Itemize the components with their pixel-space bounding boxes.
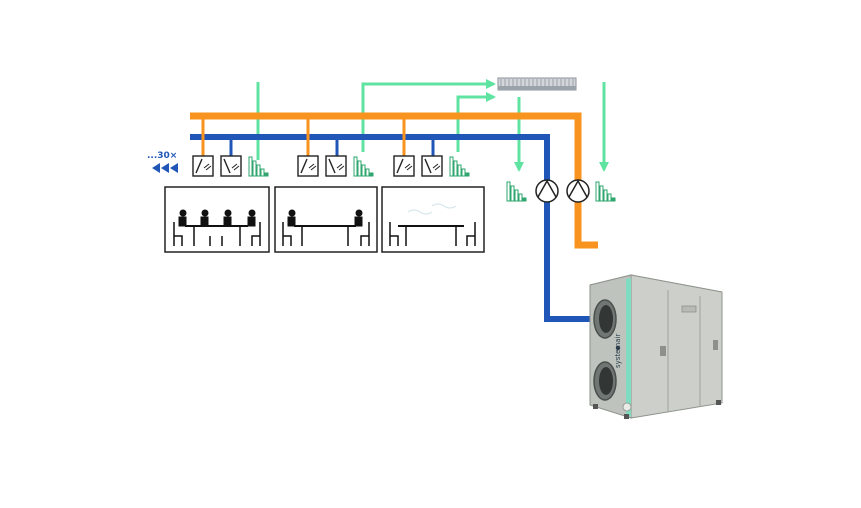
fan-icon-supply <box>566 179 590 203</box>
supply-pressure-sensor-icon <box>506 181 527 202</box>
unit-duct-connection-bottom <box>593 361 617 401</box>
air-quality-sensor-icon <box>248 156 269 177</box>
air-quality-sensor-icon <box>449 156 470 177</box>
meeting-room-large <box>164 186 270 253</box>
room-controls <box>192 155 470 177</box>
signal-arrowheads <box>486 79 609 172</box>
arrow-to-supply-sensor <box>514 162 524 172</box>
triple-arrow-left-icon <box>152 163 178 173</box>
room-1-furniture <box>173 209 261 246</box>
arrow-to-controller-1 <box>486 79 496 89</box>
meeting-room-empty <box>381 186 485 253</box>
unit-duct-connection-top <box>593 299 617 339</box>
signal-line-room3 <box>456 95 494 152</box>
room-count-indicator: ...30× <box>147 151 178 173</box>
damper-icon <box>297 155 319 177</box>
arrow-to-controller-2 <box>486 92 496 102</box>
room-3-furniture <box>389 203 476 246</box>
fan-icon-extract <box>535 179 559 203</box>
extract-duct <box>190 134 598 322</box>
air-handling-unit-icon: systemair <box>589 274 723 419</box>
damper-icon <box>220 155 242 177</box>
supply-fan-sensor <box>506 181 527 202</box>
damper-icon <box>393 155 415 177</box>
signal-lines <box>256 82 606 170</box>
room-drops <box>201 116 435 158</box>
damper-icon <box>192 155 214 177</box>
room-2-furniture <box>282 209 370 246</box>
extract-fan-sensor <box>595 181 616 202</box>
signal-line-room2 <box>361 82 494 152</box>
extract-pressure-sensor-icon <box>595 181 616 202</box>
unit-brand-logo: systemair <box>614 333 622 368</box>
svg-text:systemair: systemair <box>614 333 622 368</box>
room-count-label: ...30× <box>147 151 177 161</box>
meeting-room-medium <box>274 186 378 253</box>
controller-icon <box>497 77 577 91</box>
air-quality-sensor-icon <box>353 156 374 177</box>
arrow-to-extract-sensor <box>599 162 609 172</box>
damper-icon <box>421 155 443 177</box>
damper-icon <box>325 155 347 177</box>
